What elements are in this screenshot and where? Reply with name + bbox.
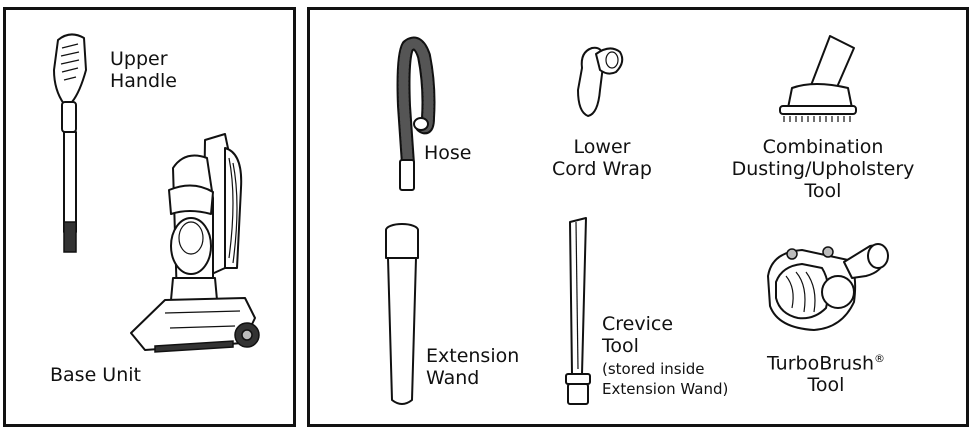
combination-tool-icon [779,35,857,122]
cord-wrap-icon [577,46,624,117]
hose-label: Hose [424,142,472,164]
crevice-tool-label: Crevice Tool [602,313,674,357]
right-panel [307,7,969,427]
combination-tool-label: Combination Dusting/Upholstery Tool [731,136,915,202]
upper-handle-icon [53,33,87,253]
extension-wand-icon [385,223,419,405]
crevice-tool-icon [565,217,591,405]
turbobrush-icon [767,243,889,331]
extension-wand-label: Extension Wand [426,345,520,389]
hose-icon [396,36,436,191]
cord-wrap-label: Lower Cord Wrap [552,136,652,180]
left-panel [3,7,296,427]
upper-handle-label: Upper Handle [110,48,178,92]
crevice-tool-note: (stored inside Extension Wand) [602,360,729,398]
base-unit-label: Base Unit [50,364,141,386]
base-unit-icon [130,133,260,353]
turbobrush-label: TurboBrush® Tool [766,352,886,397]
